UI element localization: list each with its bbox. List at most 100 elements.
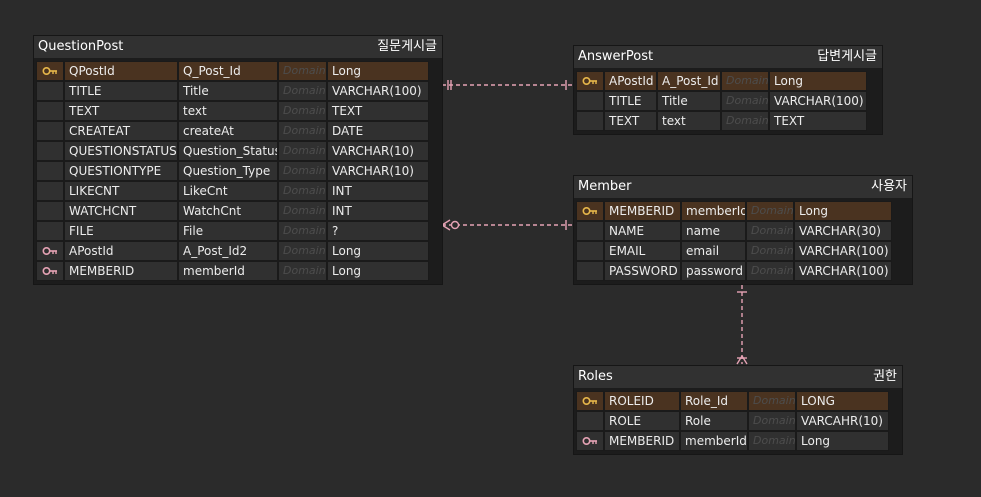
logical-name: Role_Id	[680, 391, 748, 411]
key-icon-cell	[576, 71, 604, 91]
physical-name: CREATEAT	[64, 121, 178, 141]
key-icon-cell	[36, 101, 64, 121]
data-type: VARCAHR(10)	[796, 411, 889, 431]
data-type: DATE	[327, 121, 429, 141]
relationship-question-answer[interactable]	[442, 80, 572, 90]
domain: Domain	[748, 431, 796, 451]
key-icon-cell	[36, 201, 64, 221]
physical-name: FILE	[64, 221, 178, 241]
key-icon-cell	[576, 201, 604, 221]
physical-name: ROLE	[604, 411, 680, 431]
data-type: ?	[327, 221, 429, 241]
key-icon-cell	[576, 391, 604, 411]
key-icon-cell	[36, 241, 64, 261]
physical-name: MEMBERID	[604, 431, 680, 451]
logical-name: Title	[178, 81, 278, 101]
key-icon-cell	[36, 261, 64, 281]
domain: Domain	[278, 61, 327, 81]
logical-name: A_Post_Id	[657, 71, 721, 91]
domain: Domain	[278, 181, 327, 201]
logical-name: createAt	[178, 121, 278, 141]
physical-name: TEXT	[64, 101, 178, 121]
physical-name: TEXT	[604, 111, 657, 131]
physical-name: EMAIL	[604, 241, 681, 261]
physical-name: TITLE	[604, 91, 657, 111]
logical-name: memberId	[680, 431, 748, 451]
entity-header: Member 사용자	[574, 176, 912, 198]
data-type: TEXT	[769, 111, 867, 131]
key-icon-cell	[36, 161, 64, 181]
key-icon-cell	[36, 61, 64, 81]
data-type: Long	[796, 431, 889, 451]
entity-label: 질문게시글	[377, 39, 437, 54]
entity-name: QuestionPost	[38, 39, 124, 54]
foreign-key-icon	[582, 436, 598, 446]
relationship-question-member[interactable]	[441, 219, 572, 231]
key-icon-cell	[36, 141, 64, 161]
data-type: VARCHAR(100)	[327, 81, 429, 101]
domain: Domain	[278, 101, 327, 121]
data-type: INT	[327, 201, 429, 221]
data-type: INT	[327, 181, 429, 201]
data-type: VARCHAR(100)	[794, 241, 892, 261]
key-icon-cell	[576, 431, 604, 451]
physical-name: QUESTIONSTATUS	[64, 141, 178, 161]
logical-name: WatchCnt	[178, 201, 278, 221]
domain: Domain	[746, 261, 794, 281]
key-icon-cell	[576, 241, 604, 261]
key-icon-cell	[576, 261, 604, 281]
domain: Domain	[278, 141, 327, 161]
physical-name: PASSWORD	[604, 261, 681, 281]
domain: Domain	[721, 91, 769, 111]
primary-key-icon	[582, 76, 598, 86]
domain: Domain	[278, 201, 327, 221]
physical-name: LIKECNT	[64, 181, 178, 201]
data-type: TEXT	[327, 101, 429, 121]
data-type: Long	[327, 241, 429, 261]
domain: Domain	[278, 241, 327, 261]
key-icon-cell	[36, 221, 64, 241]
entity-label: 사용자	[871, 179, 907, 194]
physical-name: MEMBERID	[64, 261, 178, 281]
logical-name: password	[681, 261, 746, 281]
logical-name: A_Post_Id2	[178, 241, 278, 261]
key-icon-cell	[36, 81, 64, 101]
relationship-member-roles[interactable]	[736, 285, 748, 365]
logical-name: text	[657, 111, 721, 131]
key-icon-cell	[576, 91, 604, 111]
logical-name: Question_Status'	[178, 141, 278, 161]
domain: Domain	[746, 221, 794, 241]
domain: Domain	[278, 121, 327, 141]
logical-name: Title	[657, 91, 721, 111]
physical-name: QPostId	[64, 61, 178, 81]
